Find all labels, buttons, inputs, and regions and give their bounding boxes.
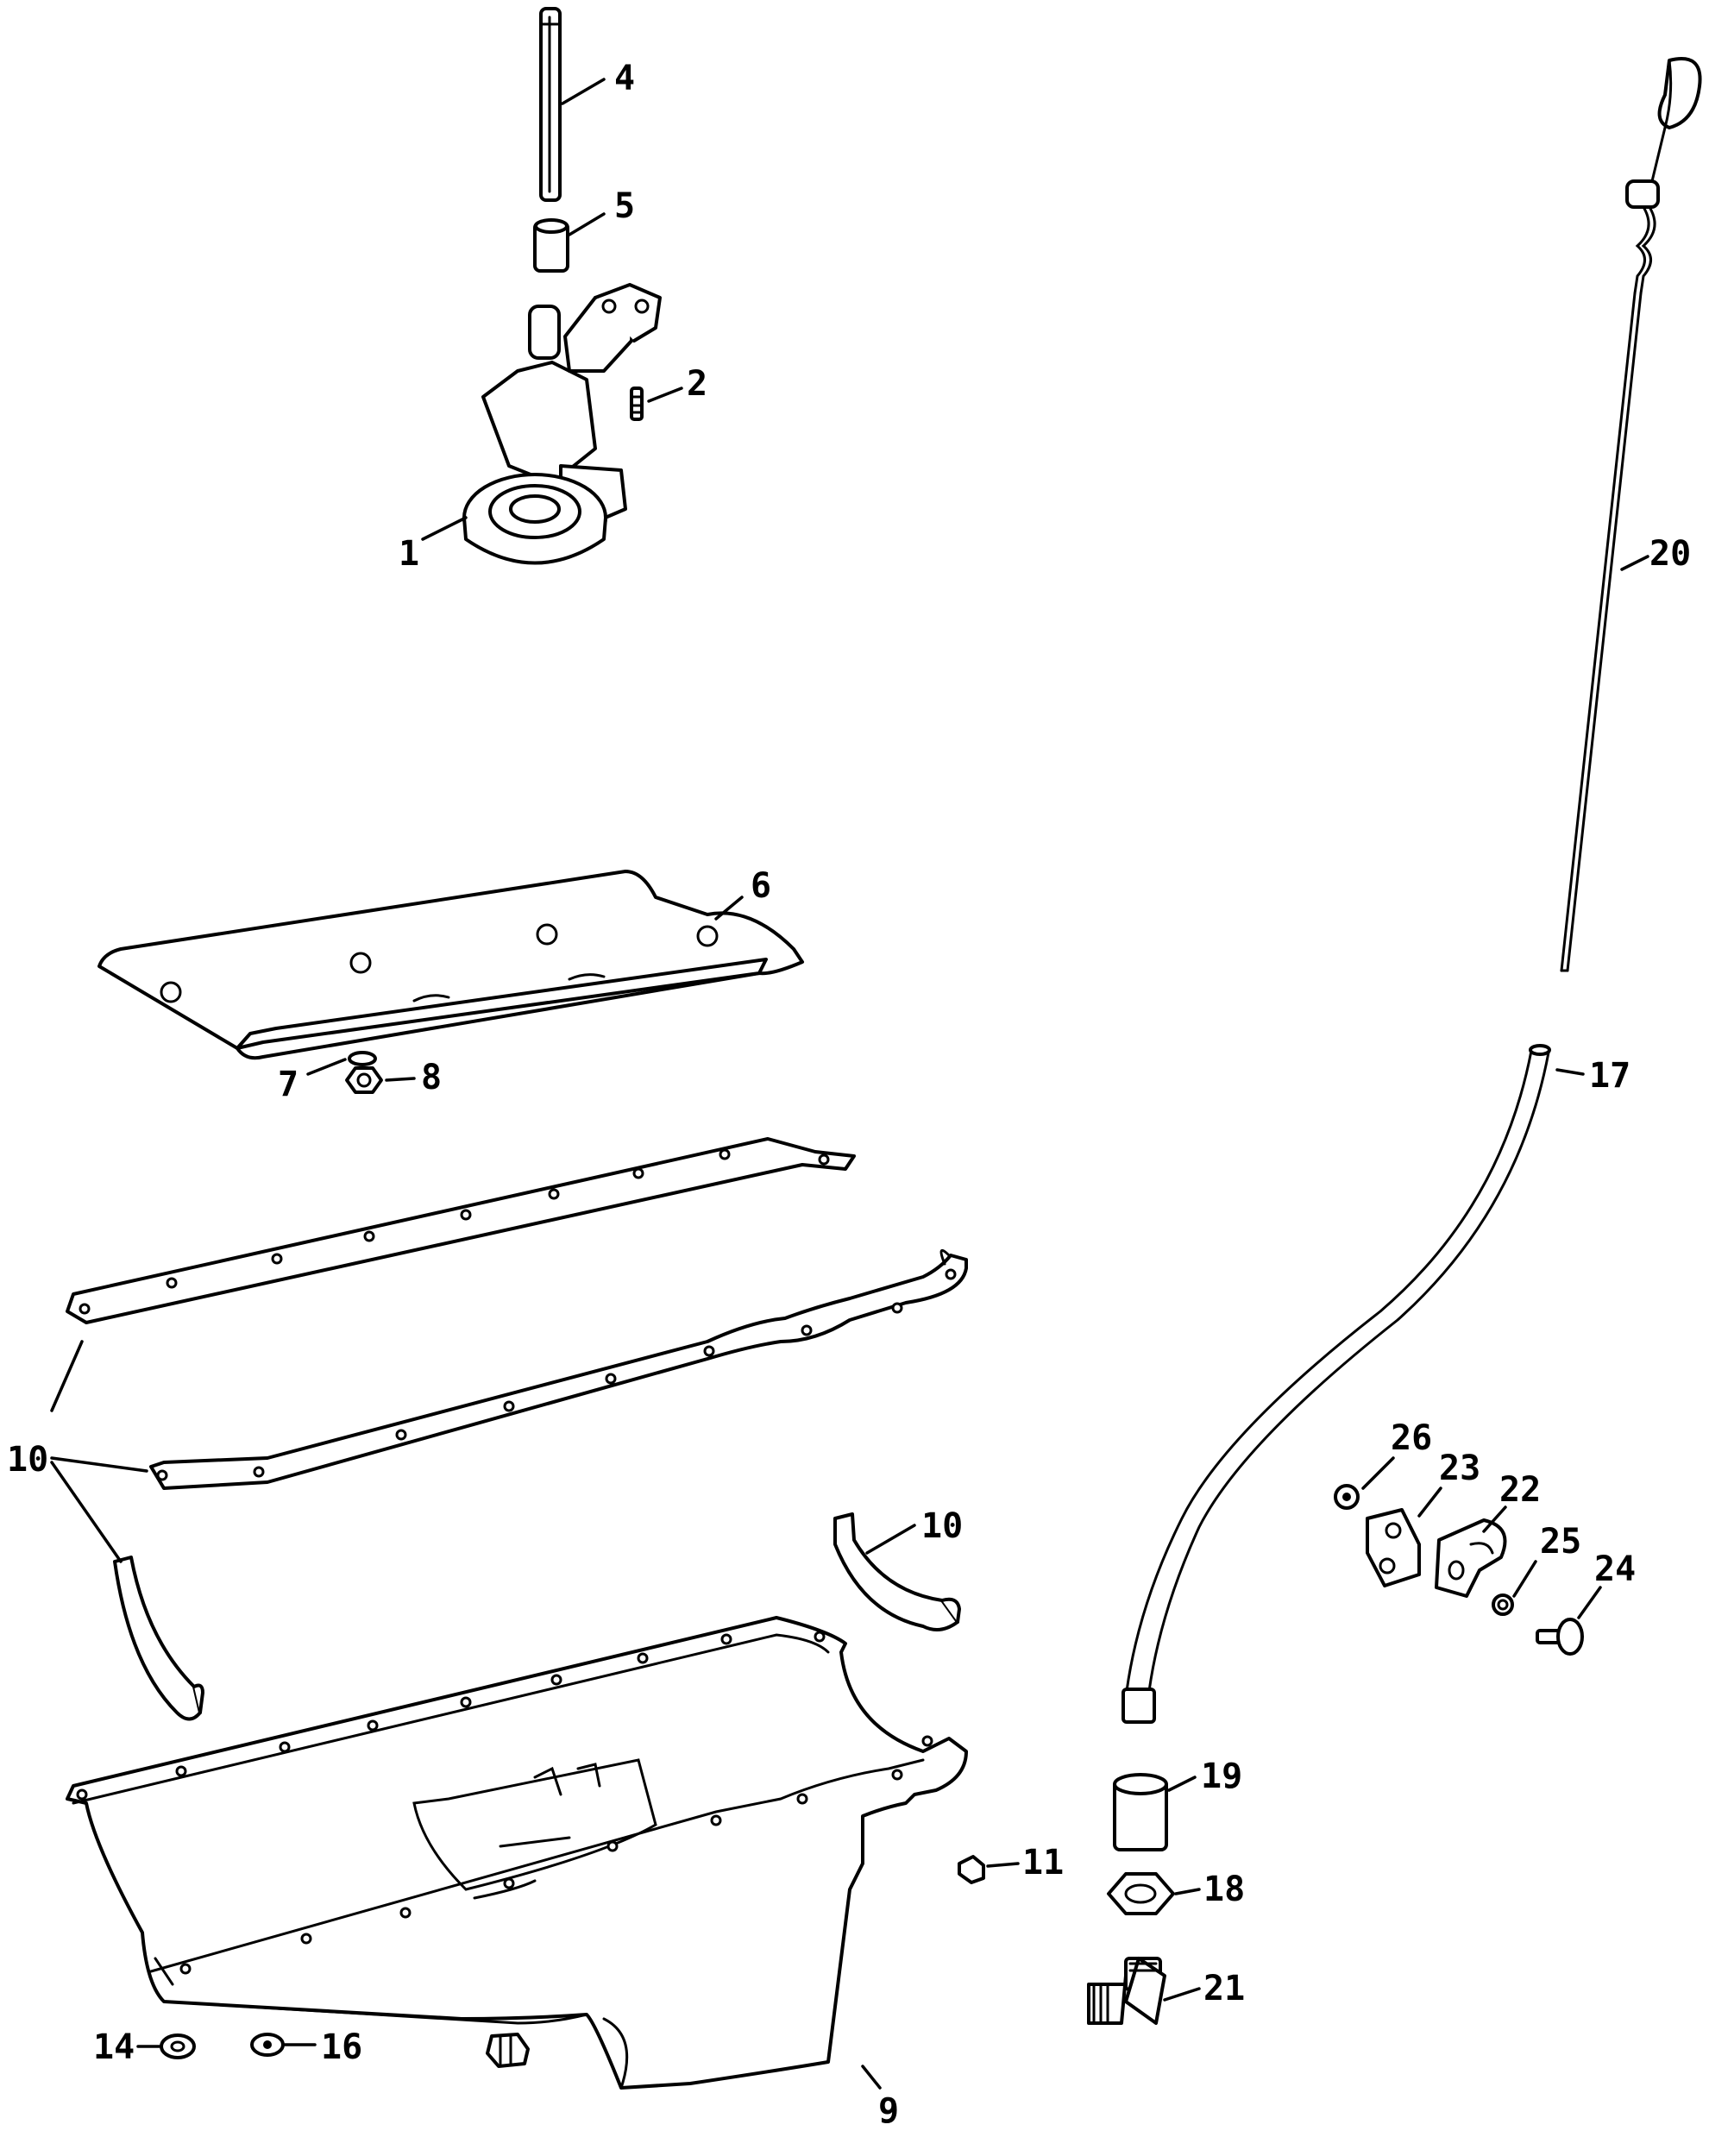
callouts: 4 5 2 1 20 6 7 8 17 10 10 11 14 16 9 19 … xyxy=(7,59,1691,2131)
pan-bolt-washer xyxy=(160,2033,196,2059)
callout-4: 4 xyxy=(614,59,635,98)
callout-17: 17 xyxy=(1589,1056,1630,1096)
callout-24: 24 xyxy=(1594,1549,1636,1589)
rear-main-seal-left xyxy=(113,1556,204,1721)
baffle-nut xyxy=(345,1066,383,1094)
lock-washer xyxy=(1492,1593,1514,1616)
clamp-nut xyxy=(1334,1484,1360,1510)
oil-pan-gasket-right xyxy=(149,1248,968,1490)
callout-5: 5 xyxy=(614,186,635,226)
drain-plug xyxy=(486,2033,530,2068)
callout-25: 25 xyxy=(1540,1522,1581,1562)
pan-stud-nut xyxy=(958,1855,985,1884)
callout-10-right: 10 xyxy=(921,1506,963,1546)
leader-lines xyxy=(50,78,1649,2090)
callout-6: 6 xyxy=(751,866,771,906)
callout-11: 11 xyxy=(1022,1843,1064,1883)
shaft-coupling xyxy=(533,218,569,273)
callout-21: 21 xyxy=(1203,1969,1245,2008)
callout-7: 7 xyxy=(278,1065,298,1104)
tube-sleeve xyxy=(1113,1773,1168,1851)
callout-26: 26 xyxy=(1391,1418,1432,1458)
tube-nut xyxy=(1107,1872,1175,1915)
clamp-plate xyxy=(1366,1508,1421,1587)
oil-pump-assembly xyxy=(462,283,662,565)
clamp-bolt xyxy=(1536,1618,1584,1656)
pump-drive-shaft xyxy=(539,7,562,202)
callout-18: 18 xyxy=(1203,1870,1245,1909)
pan-nut xyxy=(250,2033,285,2057)
callout-19: 19 xyxy=(1201,1757,1242,1796)
dipstick-tube xyxy=(1122,1044,1551,1724)
oil-pan-gasket-left xyxy=(66,1137,856,1324)
tube-clamp xyxy=(1435,1518,1507,1598)
front-main-seal-right xyxy=(833,1512,961,1631)
elbow-fitting xyxy=(1087,1957,1166,2025)
callout-1: 1 xyxy=(399,534,419,574)
callout-20: 20 xyxy=(1649,534,1691,574)
callout-16: 16 xyxy=(321,2027,362,2067)
oil-pan xyxy=(66,1616,968,2090)
callout-10-left: 10 xyxy=(7,1440,48,1480)
callout-23: 23 xyxy=(1439,1449,1480,1488)
callout-22: 22 xyxy=(1499,1470,1541,1510)
callout-2: 2 xyxy=(687,364,707,404)
roll-pin xyxy=(630,387,644,421)
callout-8: 8 xyxy=(421,1058,442,1097)
baffle-washer xyxy=(348,1051,377,1066)
callout-9: 9 xyxy=(878,2091,899,2131)
oil-dipstick xyxy=(1560,57,1702,972)
callout-14: 14 xyxy=(93,2027,135,2067)
oil-baffle xyxy=(97,870,804,1060)
